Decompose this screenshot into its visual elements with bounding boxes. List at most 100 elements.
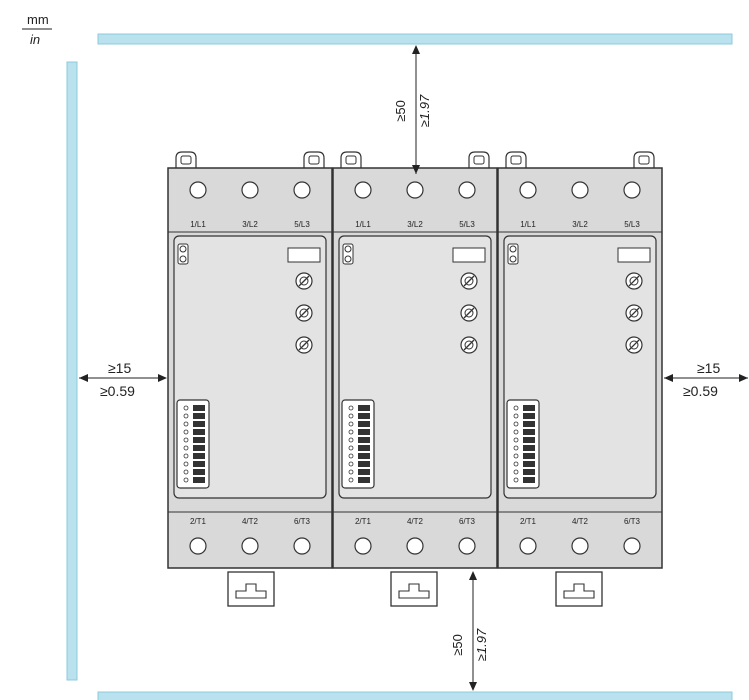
dip-switch-indicator xyxy=(348,429,354,435)
terminal-label-bottom: 2/T1 xyxy=(190,517,207,526)
dip-switch xyxy=(193,421,205,427)
dial-inner-ring xyxy=(464,276,474,286)
terminal-screw xyxy=(406,181,424,199)
dip-switch xyxy=(523,413,535,419)
terminal-label-bottom: 4/T2 xyxy=(407,517,424,526)
bottom-arrow-head xyxy=(469,571,477,580)
terminal-screw xyxy=(406,537,424,555)
dip-switch-indicator xyxy=(348,445,354,451)
terminal-label-bottom: 4/T2 xyxy=(242,517,259,526)
devices: 1/L12/T13/L24/T25/L36/T31/L12/T13/L24/T2… xyxy=(167,151,663,607)
dial-inner-ring xyxy=(629,340,639,350)
din-clip xyxy=(390,571,438,607)
label-window xyxy=(287,247,321,263)
tab-slot xyxy=(180,155,192,165)
din-clip xyxy=(555,571,603,607)
terminal-screw xyxy=(354,181,372,199)
dip-switch-indicator xyxy=(348,469,354,475)
dial-indicator xyxy=(463,275,475,287)
right-arrow-head xyxy=(664,374,673,382)
dip-switch xyxy=(193,405,205,411)
terminal-label-top: 3/L2 xyxy=(407,220,423,229)
tab-slot xyxy=(510,155,522,165)
top-clearance: ≥50 ≥1.97 xyxy=(393,45,432,174)
dial-indicator xyxy=(463,339,475,351)
left-clearance: ≥15 ≥0.59 xyxy=(79,360,167,399)
dip-switch-indicator xyxy=(183,413,189,419)
terminal-screw xyxy=(241,537,259,555)
terminal-screw xyxy=(519,537,537,555)
dip-switch-indicator xyxy=(183,477,189,483)
terminal-label-top: 3/L2 xyxy=(572,220,588,229)
front-panel xyxy=(503,235,657,499)
dial-indicator xyxy=(298,339,310,351)
din-clip-hook xyxy=(235,583,267,599)
terminal-screw xyxy=(458,181,476,199)
bottom-wall xyxy=(97,691,733,700)
dip-switch xyxy=(523,429,535,435)
status-led xyxy=(509,245,517,253)
terminal-label-top: 1/L1 xyxy=(190,220,206,229)
status-led xyxy=(179,255,187,263)
dip-switch xyxy=(193,469,205,475)
dip-switch xyxy=(358,469,370,475)
dip-switch xyxy=(193,477,205,483)
status-led xyxy=(344,245,352,253)
tab-slot xyxy=(638,155,650,165)
dial-inner-ring xyxy=(299,276,309,286)
terminal-screw xyxy=(293,181,311,199)
terminal-label-top: 3/L2 xyxy=(242,220,258,229)
terminal-label-top: 1/L1 xyxy=(355,220,371,229)
top-arrow-tail xyxy=(412,165,420,174)
dip-switch-indicator xyxy=(183,429,189,435)
dip-switch xyxy=(523,421,535,427)
dip-switch xyxy=(193,437,205,443)
dip-switch xyxy=(523,461,535,467)
dip-switch xyxy=(358,453,370,459)
din-clip-hook xyxy=(563,583,595,599)
label-window xyxy=(617,247,651,263)
dip-switch xyxy=(523,405,535,411)
dip-switch xyxy=(523,469,535,475)
dial-inner-ring xyxy=(629,276,639,286)
dial-inner-ring xyxy=(629,308,639,318)
unit-legend: mm in xyxy=(22,12,52,47)
dial-indicator xyxy=(628,307,640,319)
starter-module: 1/L12/T13/L24/T25/L36/T3 xyxy=(332,151,498,607)
dip-switch-indicator xyxy=(513,453,519,459)
status-led xyxy=(344,255,352,263)
front-panel xyxy=(173,235,327,499)
top-wall xyxy=(97,33,733,45)
status-led xyxy=(179,245,187,253)
right-clearance: ≥15 ≥0.59 xyxy=(664,360,748,399)
dip-switch-indicator xyxy=(183,437,189,443)
dip-switch-indicator xyxy=(513,405,519,411)
dip-switch-indicator xyxy=(183,461,189,467)
dial-inner-ring xyxy=(464,340,474,350)
dip-switch-indicator xyxy=(183,421,189,427)
dip-switch-indicator xyxy=(513,461,519,467)
dip-switch xyxy=(523,437,535,443)
dial-inner-ring xyxy=(464,308,474,318)
right-clearance-in: ≥0.59 xyxy=(683,383,718,399)
tab-slot xyxy=(345,155,357,165)
tab-slot xyxy=(308,155,320,165)
dip-switch-indicator xyxy=(183,469,189,475)
dip-switch xyxy=(193,461,205,467)
terminal-screw xyxy=(241,181,259,199)
dip-switch-indicator xyxy=(513,429,519,435)
bottom-clearance: ≥50 ≥1.97 xyxy=(450,571,489,691)
unit-secondary: in xyxy=(30,32,40,47)
dip-switch xyxy=(358,437,370,443)
terminal-label-bottom: 2/T1 xyxy=(355,517,372,526)
bottom-arrow-tail xyxy=(469,682,477,691)
terminal-label-bottom: 6/T3 xyxy=(459,517,476,526)
dip-switch-indicator xyxy=(348,413,354,419)
dip-switch xyxy=(523,445,535,451)
top-clearance-in: ≥1.97 xyxy=(417,94,432,127)
right-clearance-mm: ≥15 xyxy=(697,360,720,376)
dip-switch-indicator xyxy=(348,437,354,443)
terminal-screw xyxy=(189,181,207,199)
dip-switch-indicator xyxy=(513,469,519,475)
